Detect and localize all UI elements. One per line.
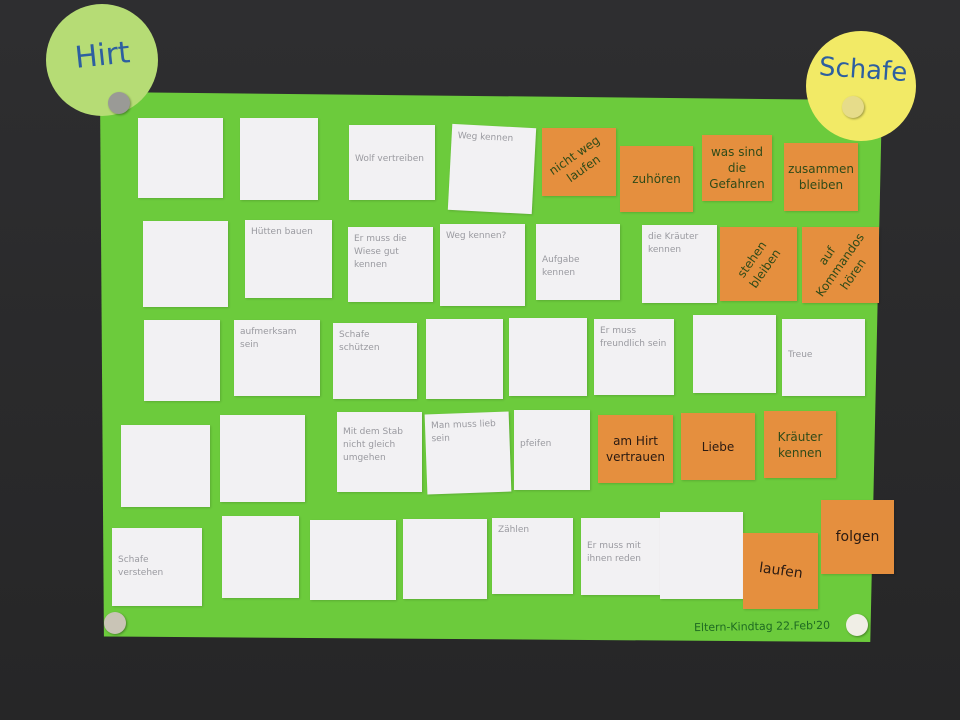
orange-sticky-note: Kräuter kennen — [764, 411, 836, 478]
orange-sticky-note: stehen bleiben — [720, 227, 797, 301]
sticky-note: Er muss freundlich sein — [594, 319, 674, 395]
sticky-note: Aufgabe kennen — [536, 224, 620, 300]
sticky-note: Er muss mit ihnen reden — [581, 518, 660, 595]
sticky-note: aufmerksam sein — [234, 320, 320, 396]
sticky-note — [144, 320, 220, 401]
orange-sticky-note: laufen — [743, 533, 818, 609]
pin — [846, 614, 868, 636]
sticky-note — [143, 221, 228, 307]
orange-sticky-note: auf Kommandos hören — [802, 227, 879, 303]
sticky-note — [138, 118, 223, 198]
orange-sticky-note: zusammen bleiben — [784, 143, 858, 211]
sticky-note — [403, 519, 487, 599]
sticky-note: die Kräuter kennen — [642, 225, 717, 303]
shepherd-circle: Hirt — [46, 4, 158, 116]
sticky-note: pfeifen — [514, 410, 590, 490]
pin — [104, 612, 126, 634]
sticky-note — [121, 425, 210, 507]
sticky-note: Mit dem Stab nicht gleich umgehen — [337, 412, 422, 492]
sticky-note: Hütten bauen — [245, 220, 332, 298]
sticky-note — [426, 319, 503, 399]
sticky-note — [693, 315, 776, 393]
sticky-note: Weg kennen — [447, 123, 537, 215]
sticky-note — [240, 118, 318, 200]
orange-sticky-note: folgen — [821, 500, 894, 574]
sticky-note: Wolf vertreiben — [349, 125, 435, 200]
sticky-note: Weg kennen? — [440, 224, 525, 306]
sticky-note: Schafe schützen — [333, 323, 417, 399]
sticky-note: Schafe verstehen — [112, 528, 202, 606]
sticky-note — [509, 318, 587, 396]
sheep-circle: Schafe — [806, 31, 916, 141]
sticky-note: Zählen — [492, 518, 573, 594]
sticky-note — [660, 512, 743, 599]
orange-sticky-note: nicht weg laufen — [542, 128, 616, 196]
orange-sticky-note: zuhören — [620, 146, 693, 212]
pin — [108, 92, 130, 114]
sticky-note: Er muss die Wiese gut kennen — [348, 227, 433, 302]
orange-sticky-note: Liebe — [681, 413, 755, 480]
pin — [842, 96, 864, 118]
orange-sticky-note: am Hirt vertrauen — [598, 415, 673, 483]
sticky-note: Man muss lieb sein — [424, 411, 512, 495]
sticky-note: Treue — [782, 319, 865, 396]
orange-sticky-note: was sind die Gefahren — [702, 135, 772, 201]
sticky-note — [222, 516, 299, 598]
poster-footer: Eltern-Kindtag 22.Feb'20 — [693, 618, 831, 635]
sheep-label: Schafe — [817, 52, 909, 89]
sticky-note — [310, 520, 396, 600]
shepherd-label: Hirt — [72, 35, 132, 76]
sticky-note — [220, 415, 305, 502]
